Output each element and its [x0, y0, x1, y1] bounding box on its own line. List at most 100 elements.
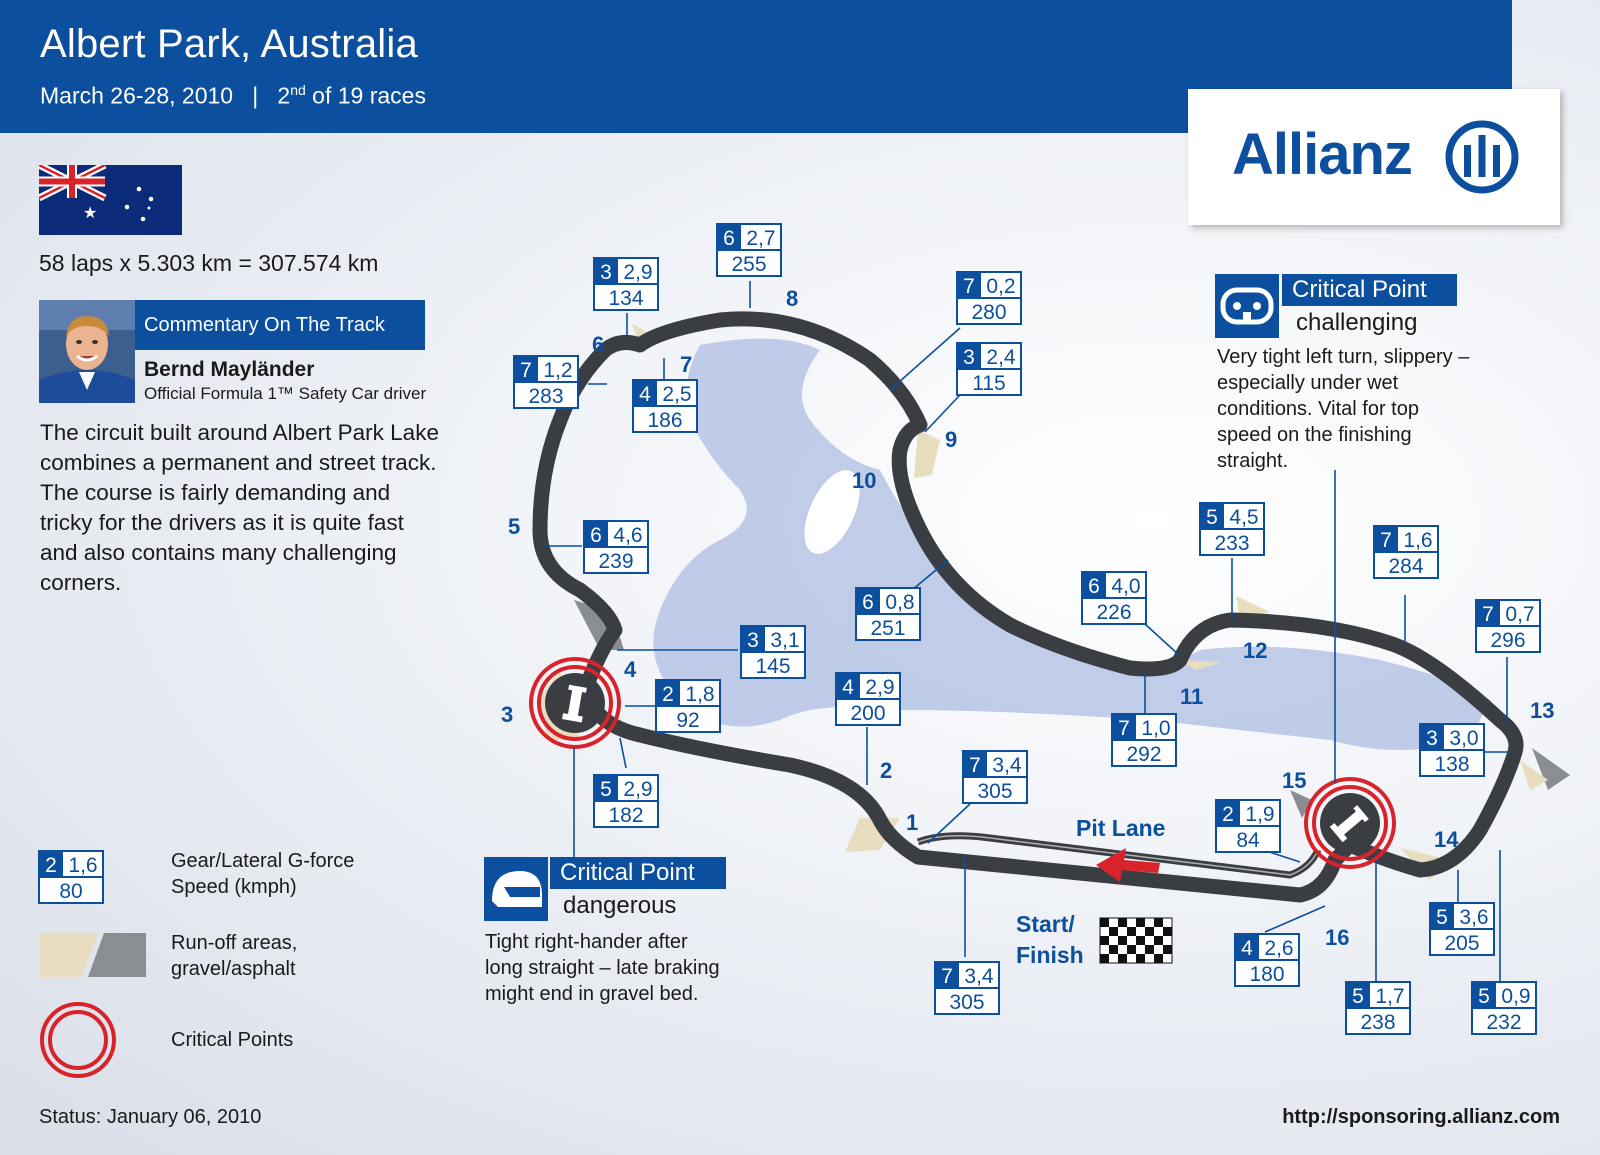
speed-box-gear: 5 — [600, 778, 612, 801]
speed-box-gear: 2 — [662, 683, 674, 706]
speed-box-gear: 7 — [1118, 717, 1130, 740]
speed-box-gear: 3 — [1426, 727, 1438, 750]
speed-box-gear: 6 — [723, 227, 735, 250]
speed-box-gforce: 2,9 — [865, 676, 894, 699]
critical-point-2-title: Critical Point — [1282, 274, 1457, 306]
cp1-line3: might end in gravel bed. — [485, 983, 699, 1005]
subtitle-separator: | — [252, 82, 259, 109]
race-count: of 19 races — [312, 82, 426, 109]
speed-box-speed: 284 — [1388, 555, 1423, 578]
speed-box-gforce: 1,0 — [1141, 717, 1170, 740]
cp2-line4: speed on the finishing — [1217, 424, 1412, 446]
legend-gforce: 1,6 — [68, 854, 97, 877]
speed-box-gear: 7 — [941, 965, 953, 988]
speed-box-speed: 134 — [608, 287, 643, 310]
race-date: March 26-28, 2010 — [40, 82, 234, 109]
speed-box-gforce: 2,7 — [746, 227, 775, 250]
speed-box-speed: 200 — [850, 702, 885, 725]
legend-critical-label: Critical Points — [171, 1029, 294, 1051]
speed-box-gforce: 1,9 — [1245, 803, 1274, 826]
speed-box-speed: 115 — [972, 372, 1005, 395]
speed-box-gear: 5 — [1478, 985, 1490, 1008]
turn-10: 10 — [852, 468, 876, 493]
speed-box-gforce: 1,7 — [1375, 985, 1404, 1008]
speed-box-gforce: 2,4 — [986, 346, 1016, 369]
legend-gear-label-line1: Gear/Lateral G-force — [171, 850, 355, 872]
turn-4: 4 — [624, 657, 637, 682]
turn-15: 15 — [1282, 768, 1306, 793]
speed-box-speed: 305 — [949, 991, 984, 1014]
critical-point-1-title: Critical Point — [550, 857, 726, 889]
page-title: Albert Park, Australia — [40, 22, 418, 66]
race-ordinal-suffix: nd — [290, 82, 306, 98]
helmet-icon — [484, 857, 548, 921]
critical-point-marker-3 — [529, 657, 621, 749]
speed-box-gforce: 4,0 — [1111, 575, 1140, 598]
driver-photo — [39, 300, 135, 403]
speed-box-speed: 238 — [1360, 1011, 1395, 1034]
speed-box-speed: 138 — [1434, 753, 1469, 776]
critical-point-2-level: challenging — [1296, 309, 1418, 336]
speed-box-gear: 5 — [1206, 506, 1218, 529]
speed-box-gear: 4 — [639, 383, 651, 406]
car-icon — [1329, 805, 1369, 843]
circuit-description: The circuit built around Albert Park Lak… — [40, 420, 439, 595]
turn-9: 9 — [945, 427, 957, 452]
sponsor-url[interactable]: http://sponsoring.allianz.com — [1282, 1106, 1560, 1128]
speed-box-speed: 145 — [755, 655, 790, 678]
critical-point-1-desc: Tight right-hander after long straight –… — [485, 929, 720, 1007]
allianz-logo-box: Allianz — [1188, 89, 1560, 225]
speed-box-speed: 226 — [1096, 601, 1131, 624]
speed-box-gear: 7 — [963, 275, 975, 298]
turn-13: 13 — [1530, 698, 1554, 723]
speed-box-speed: 296 — [1490, 629, 1525, 652]
speed-box-speed: 205 — [1444, 932, 1479, 955]
speed-box-speed: 283 — [528, 385, 563, 408]
legend-speed: 80 — [59, 880, 82, 903]
speed-box-speed: 92 — [676, 709, 699, 732]
speed-box-gforce: 1,6 — [1403, 529, 1432, 552]
speed-box-gear: 3 — [747, 629, 759, 652]
turn-14: 14 — [1434, 827, 1459, 852]
speed-box-gear: 5 — [1352, 985, 1364, 1008]
speed-box-speed: 180 — [1249, 963, 1284, 986]
speed-box-gforce: 3,4 — [964, 965, 994, 988]
turn-1: 1 — [906, 810, 918, 835]
steering-wheel-icon — [1215, 274, 1279, 338]
cp2-line3: conditions. Vital for top — [1217, 398, 1419, 420]
speed-box-gear: 3 — [600, 261, 612, 284]
allianz-eagle-icon — [1445, 120, 1519, 194]
turn-12: 12 — [1243, 638, 1267, 663]
speed-box-speed: 280 — [971, 301, 1006, 324]
circuit-track — [532, 311, 1524, 903]
speed-box-gear: 4 — [842, 676, 854, 699]
australia-flag-icon: ★ — [39, 165, 182, 235]
turn-5: 5 — [508, 514, 520, 539]
finish-label: Finish — [1016, 942, 1084, 968]
turn-2: 2 — [880, 758, 892, 783]
driver-name: Bernd Mayländer — [144, 358, 315, 381]
turn-6: 6 — [592, 332, 604, 357]
header-banner: Albert Park, Australia March 26-28, 2010… — [0, 0, 1512, 133]
speed-box-gforce: 4,5 — [1229, 506, 1258, 529]
legend-runoff-line1: Run-off areas, — [171, 932, 298, 954]
cp2-line5: straight. — [1217, 450, 1289, 472]
cp2-line1: Very tight left turn, slippery – — [1217, 346, 1470, 368]
cp2-line2: especially under wet — [1217, 372, 1399, 394]
driver-role: Official Formula 1™ Safety Car driver — [144, 384, 427, 403]
critical-point-marker-15 — [1304, 777, 1396, 869]
critical-point-1-level: dangerous — [563, 892, 677, 919]
commentary-heading: Commentary On The Track — [135, 300, 425, 350]
